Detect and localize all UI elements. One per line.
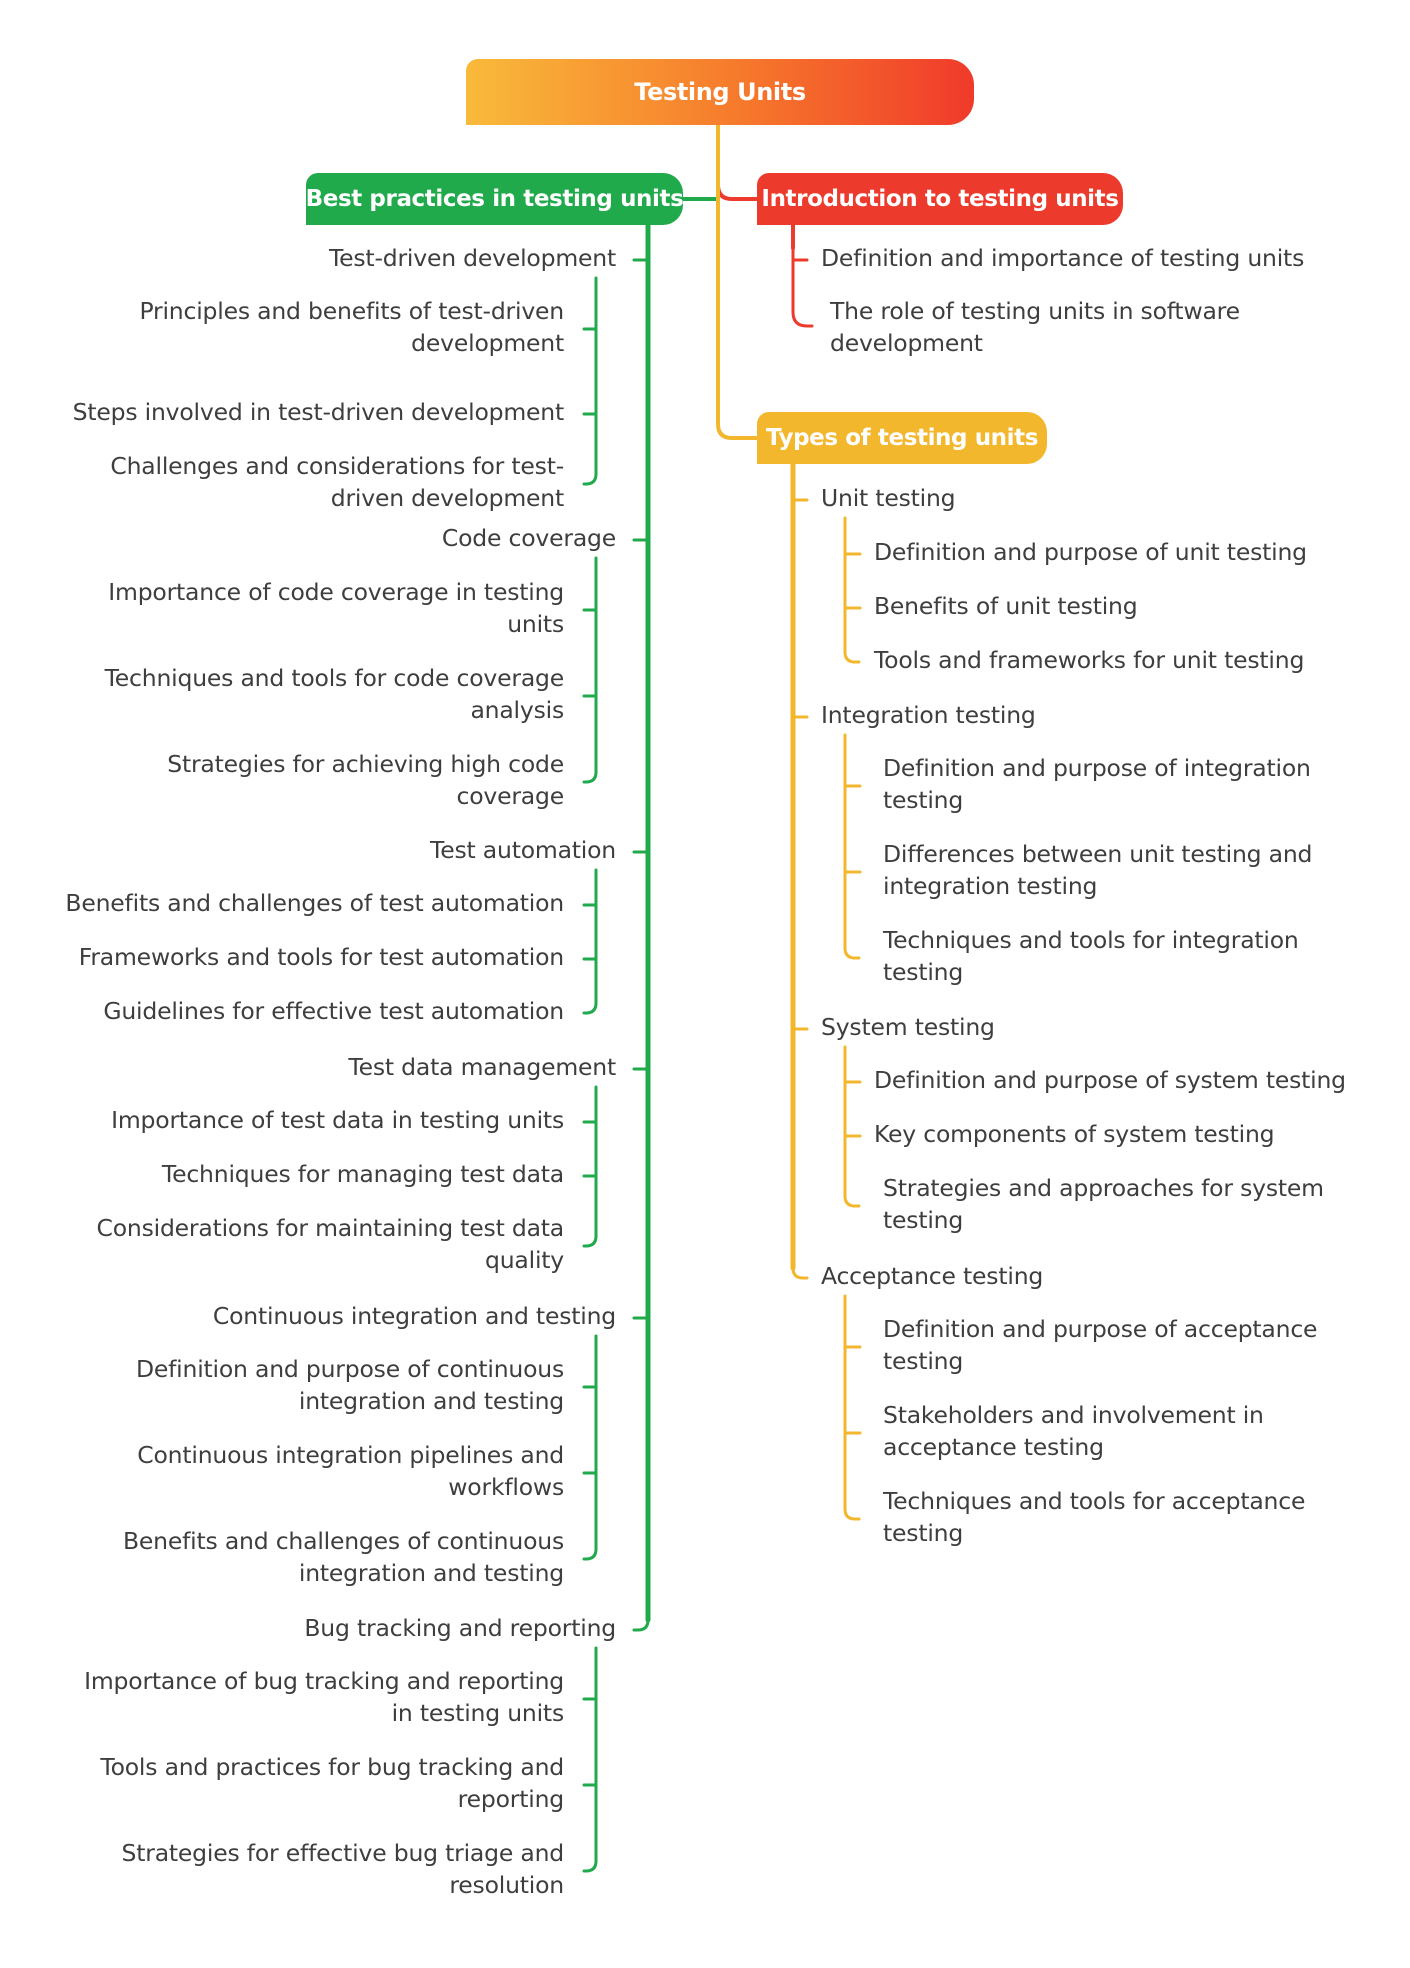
best-practices-item[interactable]: Importance of bug tracking and reporting… [84, 1667, 564, 1727]
introduction-item[interactable]: The role of testing units in software de… [830, 297, 1240, 357]
best-practices-item[interactable]: Principles and benefits of test-driven d… [139, 297, 564, 357]
best-practices-item[interactable]: Considerations for maintaining test data… [96, 1214, 565, 1274]
types-item[interactable]: Definition and purpose of integration te… [883, 754, 1311, 814]
best-practices-item[interactable]: Benefits and challenges of test automati… [65, 889, 564, 917]
best-practices-topic[interactable]: Code coverage [441, 524, 616, 552]
types-item[interactable]: Key components of system testing [874, 1120, 1275, 1148]
root-to-introduction-line [716, 123, 759, 201]
topic-connector [632, 1618, 650, 1632]
best-practices-item[interactable]: Frameworks and tools for test automation [78, 943, 564, 971]
best-practices-item[interactable]: Techniques for managing test data [161, 1160, 564, 1188]
types-item[interactable]: Strategies and approaches for system tes… [883, 1174, 1324, 1234]
best-practices-topic[interactable]: Bug tracking and reporting [304, 1614, 616, 1642]
types-item[interactable]: Definition and purpose of acceptance tes… [883, 1315, 1318, 1375]
types-item[interactable]: Techniques and tools for acceptance test… [883, 1487, 1306, 1547]
introduction-item[interactable]: Definition and importance of testing uni… [821, 244, 1305, 272]
types-topic[interactable]: Integration testing [821, 701, 1036, 729]
item-connector [582, 1001, 598, 1015]
types-item[interactable]: Tools and frameworks for unit testing [874, 646, 1305, 674]
best-practices-item[interactable]: Benefits and challenges of continuous in… [122, 1527, 564, 1587]
item-connector [582, 1547, 598, 1561]
branch-introduction[interactable]: Introduction to testing units [757, 173, 1123, 225]
best-practices-item[interactable]: Importance of code coverage in testing u… [108, 578, 564, 638]
root-to-best-practices-line [681, 123, 720, 201]
best-practices-topic[interactable]: Test-driven development [328, 244, 616, 272]
item-connector [582, 1234, 598, 1248]
item-connector [843, 650, 861, 664]
types-topic[interactable]: System testing [821, 1013, 995, 1041]
best-practices-topic[interactable]: Test data management [348, 1053, 616, 1081]
types-topic[interactable]: Acceptance testing [821, 1262, 1044, 1290]
types-item[interactable]: Definition and purpose of system testing [874, 1066, 1346, 1094]
root-topic[interactable]: Testing Units [466, 59, 974, 125]
branch-best-practices[interactable]: Best practices in testing units [306, 173, 684, 225]
best-practices-topic[interactable]: Test automation [430, 836, 616, 864]
best-practices-item[interactable]: Definition and purpose of continuous int… [135, 1355, 564, 1415]
topic-connector [791, 1266, 809, 1280]
types-topic[interactable]: Unit testing [821, 484, 956, 512]
item-connector [582, 472, 598, 486]
item-connector [582, 1859, 598, 1873]
best-practices-topic[interactable]: Continuous integration and testing [212, 1302, 616, 1330]
item-connector [843, 946, 861, 960]
best-practices-item[interactable]: Challenges and considerations for test- … [110, 452, 564, 512]
types-item[interactable]: Benefits of unit testing [874, 592, 1138, 620]
best-practices-item[interactable]: Strategies for effective bug triage and … [121, 1839, 565, 1899]
root-to-types-line [716, 123, 759, 440]
types-item[interactable]: Stakeholders and involvement in acceptan… [883, 1401, 1264, 1461]
item-connector [582, 770, 598, 784]
best-practices-item[interactable]: Importance of test data in testing units [111, 1106, 564, 1134]
branch-types[interactable]: Types of testing units [757, 412, 1047, 464]
best-practices-item[interactable]: Techniques and tools for code coverage a… [104, 664, 565, 724]
types-item[interactable]: Differences between unit testing and int… [883, 840, 1313, 900]
item-connector [843, 1194, 861, 1208]
types-item[interactable]: Techniques and tools for integration tes… [883, 926, 1299, 986]
best-practices-item[interactable]: Steps involved in test-driven developmen… [72, 398, 565, 426]
types-item[interactable]: Definition and purpose of unit testing [874, 538, 1307, 566]
best-practices-item[interactable]: Strategies for achieving high code cover… [167, 750, 564, 810]
best-practices-item[interactable]: Guidelines for effective test automation [103, 997, 564, 1025]
best-practices-item[interactable]: Continuous integration pipelines and wor… [137, 1441, 564, 1501]
introduction-connector [791, 246, 814, 328]
best-practices-item[interactable]: Tools and practices for bug tracking and… [100, 1753, 564, 1813]
item-connector [843, 1507, 861, 1521]
